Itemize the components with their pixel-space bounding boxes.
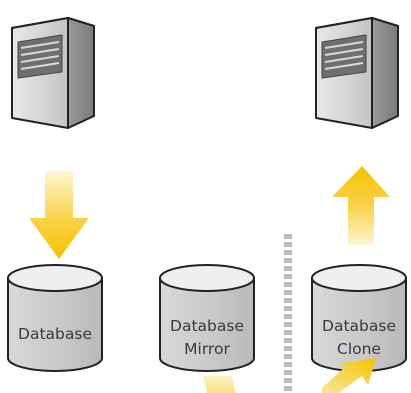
database-mirror-label-line2: Mirror [184, 340, 230, 358]
server-left-icon [11, 17, 95, 129]
database-clone-label-line1: Database [322, 317, 396, 335]
arrow-down-to-database [29, 171, 89, 259]
database-label: Database [18, 325, 92, 343]
arrow-up-to-server [332, 166, 390, 245]
database-mirror-cylinder-icon: Database Mirror [159, 264, 255, 372]
database-cylinder-icon: Database [7, 264, 103, 372]
database-clone-cylinder-icon: Database Clone [311, 264, 407, 372]
server-right-icon [315, 17, 399, 129]
database-clone-label-line2: Clone [337, 340, 381, 358]
database-mirror-label-line1: Database [170, 317, 244, 335]
arrow-diagonal-to-clone [322, 358, 376, 393]
arrow-stub-mirror [203, 376, 236, 393]
